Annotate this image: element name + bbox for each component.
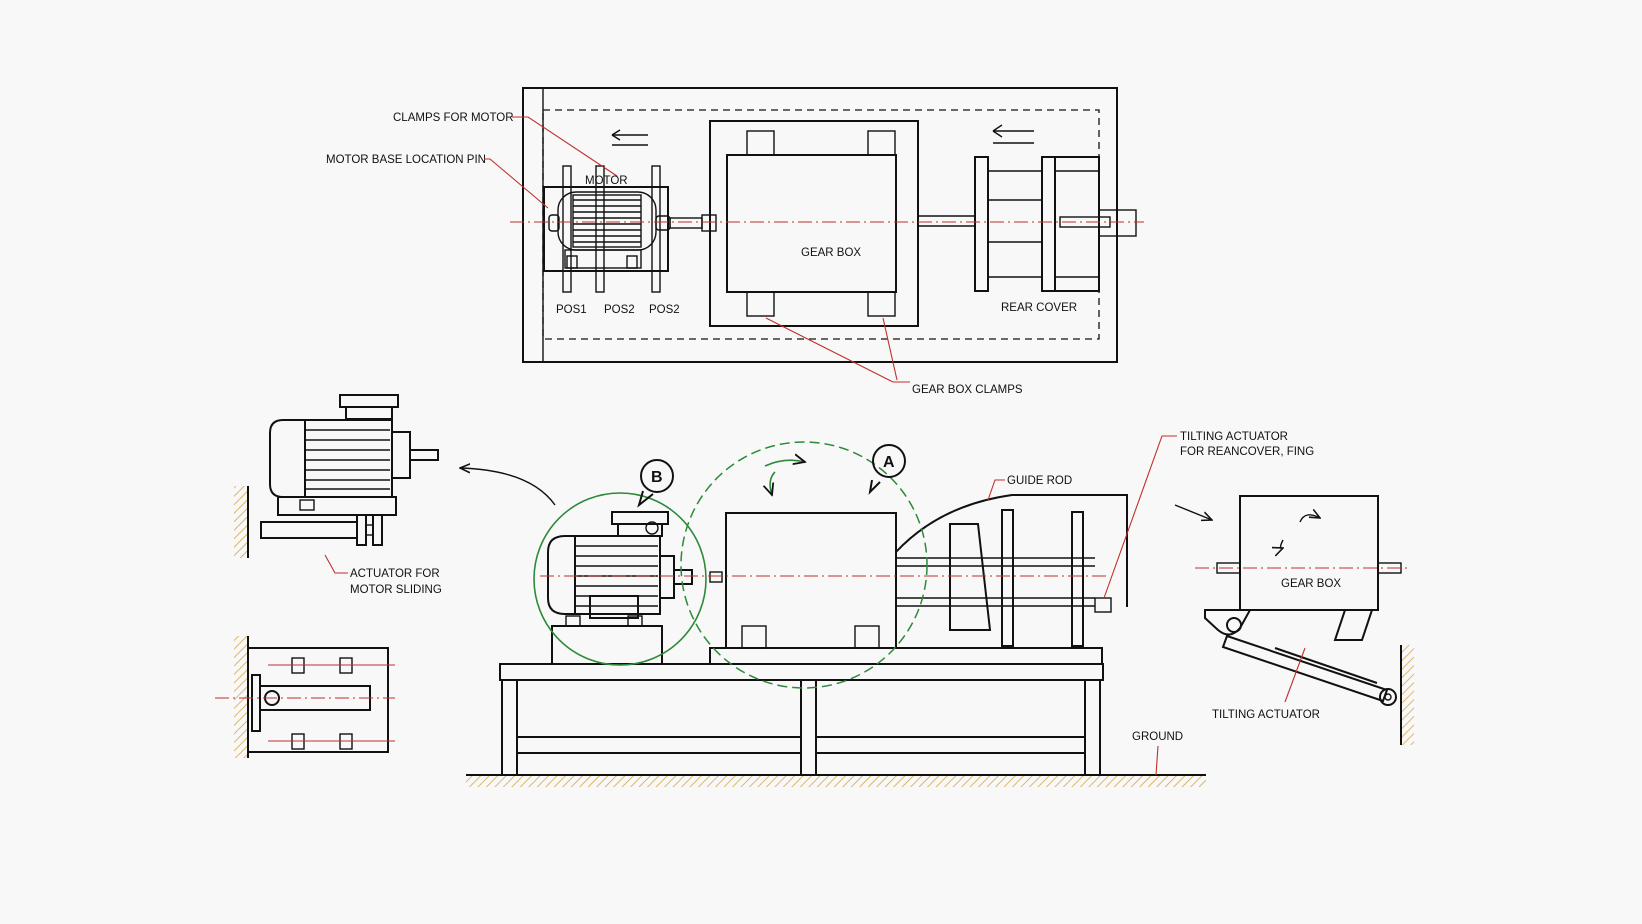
top-view: CLAMPS FOR MOTOR MOTOR BASE LOCATION PIN… — [326, 87, 1144, 396]
right-detail-tilting: GEAR BOX TILTING ACTUATOR — [1174, 495, 1414, 745]
label-motor-base-location-pin: MOTOR BASE LOCATION PIN — [326, 154, 486, 166]
rear-cover-side — [895, 494, 1128, 647]
label-motor-top: MOTOR — [585, 175, 628, 187]
label-gear-box-detail: GEAR BOX — [1281, 578, 1341, 590]
label-tilting-actuator-line1: TILTING ACTUATOR — [1180, 431, 1288, 443]
gear-box-side — [709, 512, 1103, 665]
side-view: A B GUIDE ROD TILTING ACTUATOR FOR REANC… — [466, 431, 1314, 787]
label-actuator-line1: ACTUATOR FOR — [350, 568, 440, 580]
svg-text:A: A — [883, 454, 895, 471]
label-rear-cover-top: REAR COVER — [1001, 302, 1077, 314]
badge-b: B — [637, 459, 674, 508]
gear-box-top — [709, 120, 975, 327]
label-ground: GROUND — [1132, 731, 1183, 743]
rotation-circle-b — [533, 492, 707, 666]
slide-direction-arrow-left — [611, 129, 648, 146]
label-gear-box-clamps: GEAR BOX CLAMPS — [912, 384, 1023, 396]
rotation-circle-a — [680, 441, 928, 689]
motor-side — [547, 511, 723, 665]
top-view-frame — [522, 87, 1118, 363]
label-actuator-line2: MOTOR SLIDING — [350, 584, 442, 596]
label-guide-rod: GUIDE ROD — [1007, 475, 1072, 487]
label-tilting-actuator-line2: FOR REANCOVER, FING — [1180, 446, 1314, 458]
slide-direction-arrow-right — [992, 124, 1034, 144]
label-pos2-b: POS2 — [649, 304, 680, 316]
label-tilting-actuator-detail: TILTING ACTUATOR — [1212, 709, 1320, 721]
motor-top — [543, 165, 717, 293]
badge-a: A — [868, 444, 906, 495]
label-gear-box-top: GEAR BOX — [801, 247, 861, 259]
rear-cover-top — [974, 156, 1137, 292]
left-detail-motor-base-plan — [215, 636, 395, 758]
left-detail-motor-sliding: ACTUATOR FOR MOTOR SLIDING — [234, 394, 556, 596]
label-pos1: POS1 — [556, 304, 587, 316]
label-clamps-for-motor: CLAMPS FOR MOTOR — [393, 112, 514, 124]
label-pos2-a: POS2 — [604, 304, 635, 316]
base-frame — [499, 663, 1104, 776]
svg-text:B: B — [651, 469, 663, 486]
